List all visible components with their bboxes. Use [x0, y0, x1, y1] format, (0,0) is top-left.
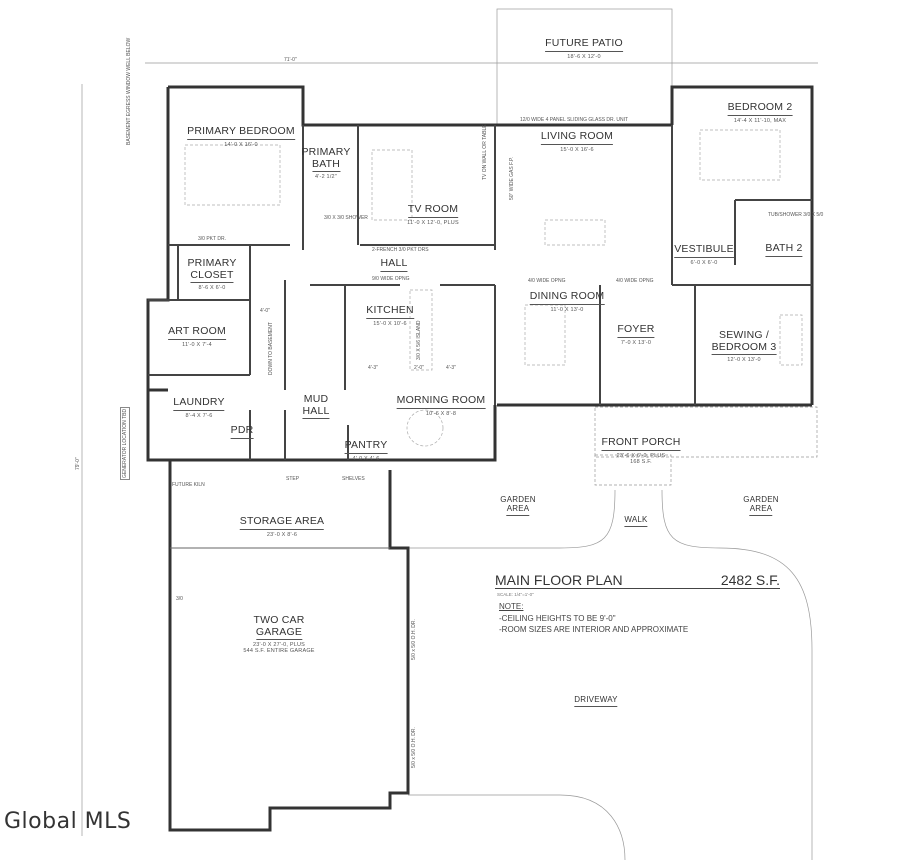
room-primary-bedroom: PRIMARY BEDROOM 14'-0 X 16'-0	[187, 125, 295, 148]
note-room-sizes: -ROOM SIZES ARE INTERIOR AND APPROXIMATE	[499, 625, 689, 635]
shower-note: 3/0 X 3/0 SHOWER	[324, 215, 368, 221]
room-dining-room: DINING ROOM 11'-0 X 13'-0	[529, 290, 605, 313]
room-foyer: FOYER 7'-0 X 13'-0	[617, 323, 655, 346]
tub-shower-note: TUB/SHOWER 3/0 X 5/0	[768, 212, 824, 218]
room-tv-room: TV ROOM 11'-0 X 12'-0, PLUS	[407, 203, 459, 226]
note-ceiling: -CEILING HEIGHTS TO BE 9'-0"	[499, 613, 616, 623]
plan-title: MAIN FLOOR PLAN	[495, 572, 623, 588]
shelves-note: SHELVES	[342, 476, 365, 482]
room-hall: HALL	[380, 257, 408, 272]
plan-square-feet: 2482 S.F.	[720, 572, 780, 588]
mudhall-width-note: 4'-0"	[260, 308, 270, 314]
future-patio-outline	[496, 8, 673, 126]
plan-scale: SCALE: 1/4"=1'-0"	[497, 592, 534, 597]
room-primary-closet: PRIMARY CLOSET 8'-6 X 6'-0	[187, 257, 237, 292]
overall-depth-dim: 79'-0"	[75, 457, 81, 470]
island-note: 3/0 X 5/6 ISLAND	[416, 320, 422, 360]
french-doors-note: 2-FRENCH 3/0 PKT DRS	[372, 247, 429, 253]
garage-door-note-upper: 5/0 x 5/0 O.H. DR.	[411, 619, 417, 660]
walk-label: WALK	[624, 515, 648, 527]
notes-heading: NOTE:	[499, 602, 524, 611]
room-vestibule: VESTIBULE 6'-0 X 6'-0	[674, 243, 734, 266]
dining-opening-right-note: 4/0 WIDE OPNG	[616, 278, 654, 284]
sliding-door-note: 12/0 WIDE 4 PANEL SLIDING GLASS DR. UNIT	[520, 117, 629, 123]
room-morning-room: MORNING ROOM 10'-6 X 8'-8	[396, 394, 486, 417]
future-kiln-note: FUTURE KILN	[172, 482, 205, 488]
island-dim-left: 4'-3"	[368, 365, 378, 371]
island-dim-mid: 2'-0"	[414, 365, 424, 371]
generator-note: GENERATOR LOCATION TBD	[120, 406, 130, 480]
step-note: STEP	[286, 476, 300, 482]
tv-wall-note: TV ON WALL OR TABLE	[482, 124, 488, 180]
room-kitchen: KITCHEN 15'-0 X 10'-6	[366, 304, 414, 327]
dining-opening-left-note: 4/0 WIDE OPNG	[528, 278, 566, 284]
stairs-note: DOWN TO BASEMENT	[268, 322, 274, 375]
room-laundry: LAUNDRY 8'-4 X 7'-6	[173, 396, 225, 419]
room-front-porch: FRONT PORCH 23'-6 X 6'-0, PLUS 168 S.F.	[601, 436, 681, 465]
watermark-logo: Global MLS	[4, 809, 132, 834]
garage-door-note-lower: 5/0 x 5/0 O.H. DR.	[411, 727, 417, 768]
room-art-room: ART ROOM 11'-0 X 7'-4	[168, 325, 226, 348]
room-future-patio: FUTURE PATIO 18'-6 X 12'-0	[545, 37, 623, 60]
plan-title-block: MAIN FLOOR PLAN 2482 S.F.	[495, 572, 780, 589]
hall-opening-note: 9/0 WIDE OPNG	[372, 276, 410, 282]
plan-notes: NOTE: -CEILING HEIGHTS TO BE 9'-0" -ROOM…	[499, 601, 688, 636]
egress-note: BASEMENT EGRESS WINDOW WELL BELOW	[126, 37, 132, 145]
garden-area-right: GARDEN AREA	[743, 495, 779, 516]
room-primary-bath: PRIMARY BATH 4'-2 1/2"	[301, 146, 351, 181]
room-two-car-garage: TWO CAR GARAGE 23'-0 X 27'-0, PLUS 544 S…	[243, 614, 315, 655]
room-mud-hall: MUD HALL	[302, 393, 330, 420]
closet-door-note: 3/0 PKT DR.	[198, 236, 226, 242]
overall-width-dim: 71'-0"	[284, 57, 297, 63]
driveway-label: DRIVEWAY	[574, 695, 618, 707]
room-living-room: LIVING ROOM 15'-0 X 16'-6	[540, 130, 614, 153]
fireplace-note: 50" WIDE GAS F.P.	[509, 156, 515, 200]
room-sewing-bedroom-3: SEWING / BEDROOM 3 12'-0 X 13'-0	[711, 329, 777, 364]
room-bedroom-2: BEDROOM 2 14'-4 X 11'-10, MAX	[727, 101, 793, 124]
room-pantry: PANTRY 4'-0 X 4'-6	[344, 439, 388, 462]
room-bath-2: BATH 2	[765, 242, 803, 257]
garage-side-door: 3/0	[176, 596, 183, 602]
room-pdr: PDR	[230, 424, 254, 439]
garden-area-left: GARDEN AREA	[500, 495, 536, 516]
island-dim-right: 4'-3"	[446, 365, 456, 371]
room-storage-area: STORAGE AREA 23'-0 X 8'-6	[239, 515, 325, 538]
